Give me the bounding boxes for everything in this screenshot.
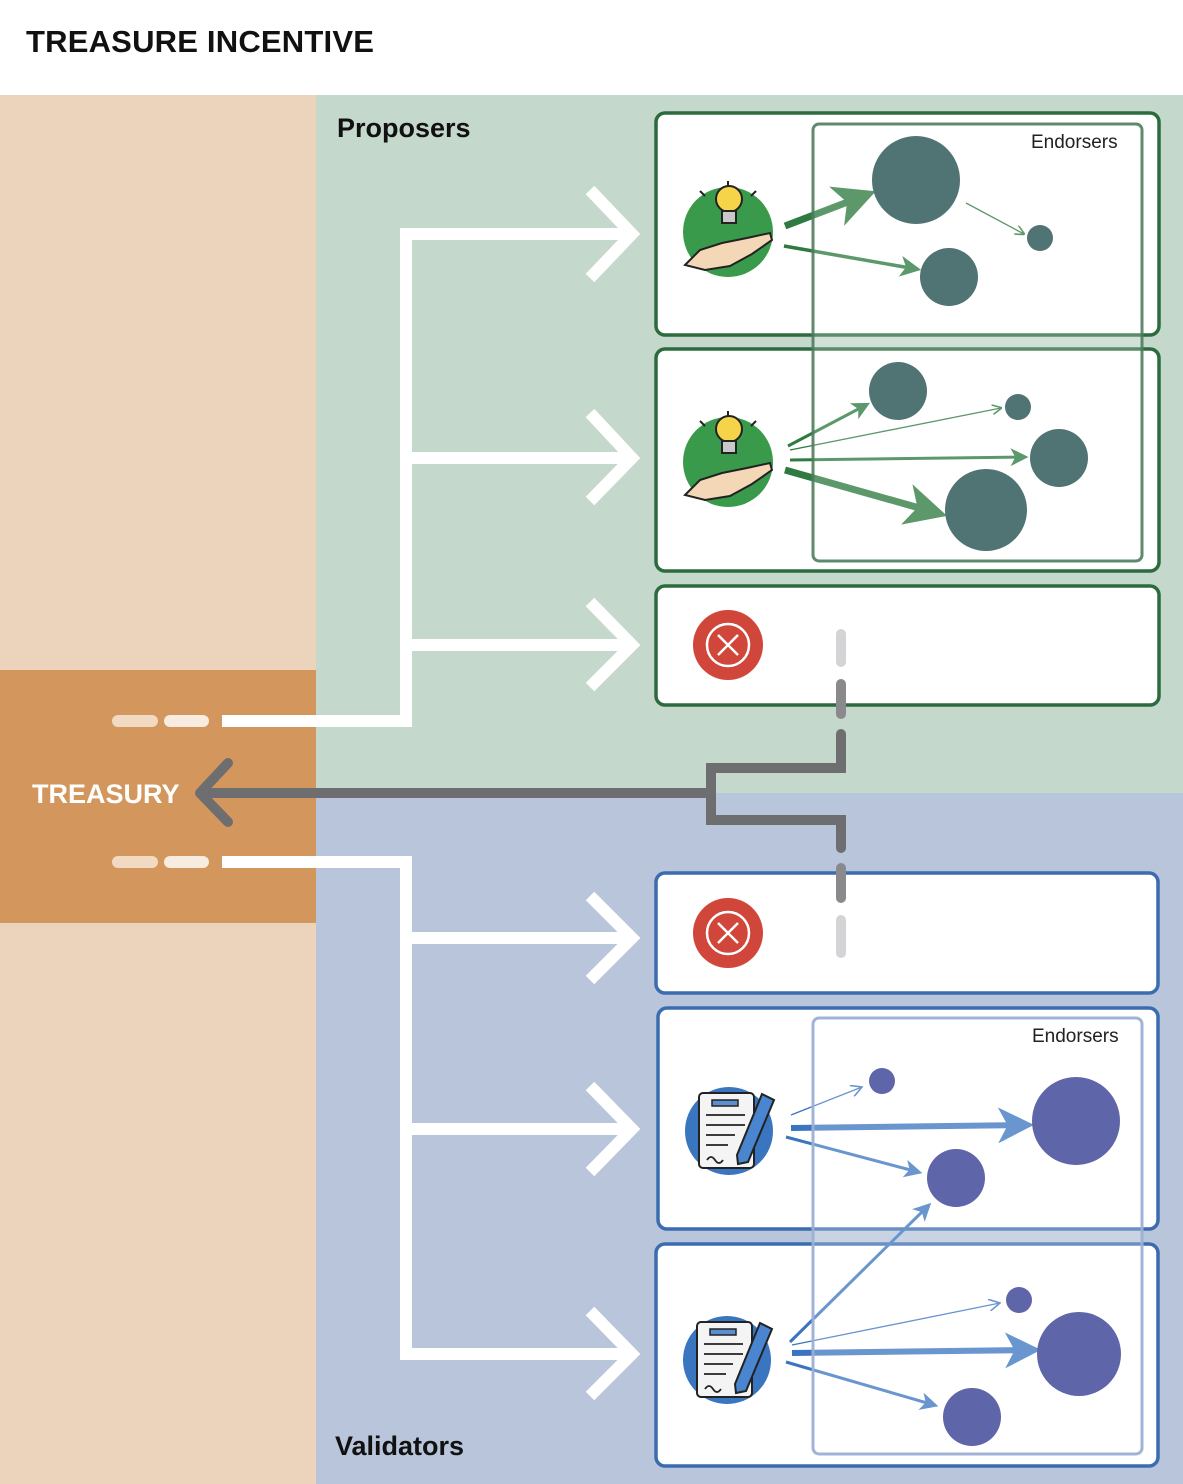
proposers-label: Proposers	[337, 113, 471, 143]
document-pen-icon	[683, 1316, 774, 1404]
endorser-node	[927, 1149, 985, 1207]
endorser-node	[1027, 225, 1053, 251]
proposal-box-2	[654, 347, 1161, 573]
lightbulb-hand-icon	[683, 411, 774, 507]
endorser-node	[869, 1068, 895, 1094]
circle-x-icon	[693, 610, 763, 680]
lightbulb-hand-icon	[683, 181, 774, 277]
endorser-node	[869, 362, 927, 420]
proposal-box-1	[654, 111, 1161, 337]
validator-1-endorse-arrows	[785, 1087, 1034, 1178]
endorsers-label-bottom: Endorsers	[1032, 1026, 1119, 1047]
validation-box-rejected	[654, 871, 1160, 995]
proposer-1-endorse-arrows	[783, 186, 1024, 277]
validation-box-2	[654, 1242, 1160, 1468]
endorser-node	[920, 248, 978, 306]
circle-x-icon	[693, 898, 763, 968]
validation-box-1	[656, 1006, 1160, 1231]
endorsers-group-bottom	[811, 1016, 1144, 1456]
treasury-return-path	[195, 629, 846, 958]
validators-label: Validators	[335, 1431, 464, 1461]
endorser-node	[872, 136, 960, 224]
endorser-node	[945, 469, 1027, 551]
proposer-2-endorse-arrows	[784, 402, 1029, 525]
validator-flow-arrows	[222, 856, 641, 1401]
treasury-label: TREASURY	[32, 779, 180, 809]
document-pen-icon	[685, 1087, 776, 1175]
endorser-node	[1005, 394, 1031, 420]
endorser-node	[1032, 1077, 1120, 1165]
endorser-node	[943, 1388, 1001, 1446]
endorser-node	[1006, 1287, 1032, 1313]
endorsers-group-top	[811, 122, 1144, 563]
proposal-box-rejected	[654, 584, 1161, 707]
diagram-title: TREASURE INCENTIVE	[26, 24, 375, 59]
endorser-node	[1037, 1312, 1121, 1396]
endorsers-label-top: Endorsers	[1031, 132, 1118, 153]
proposer-flow-arrows	[222, 185, 641, 727]
endorser-node	[1030, 429, 1088, 487]
